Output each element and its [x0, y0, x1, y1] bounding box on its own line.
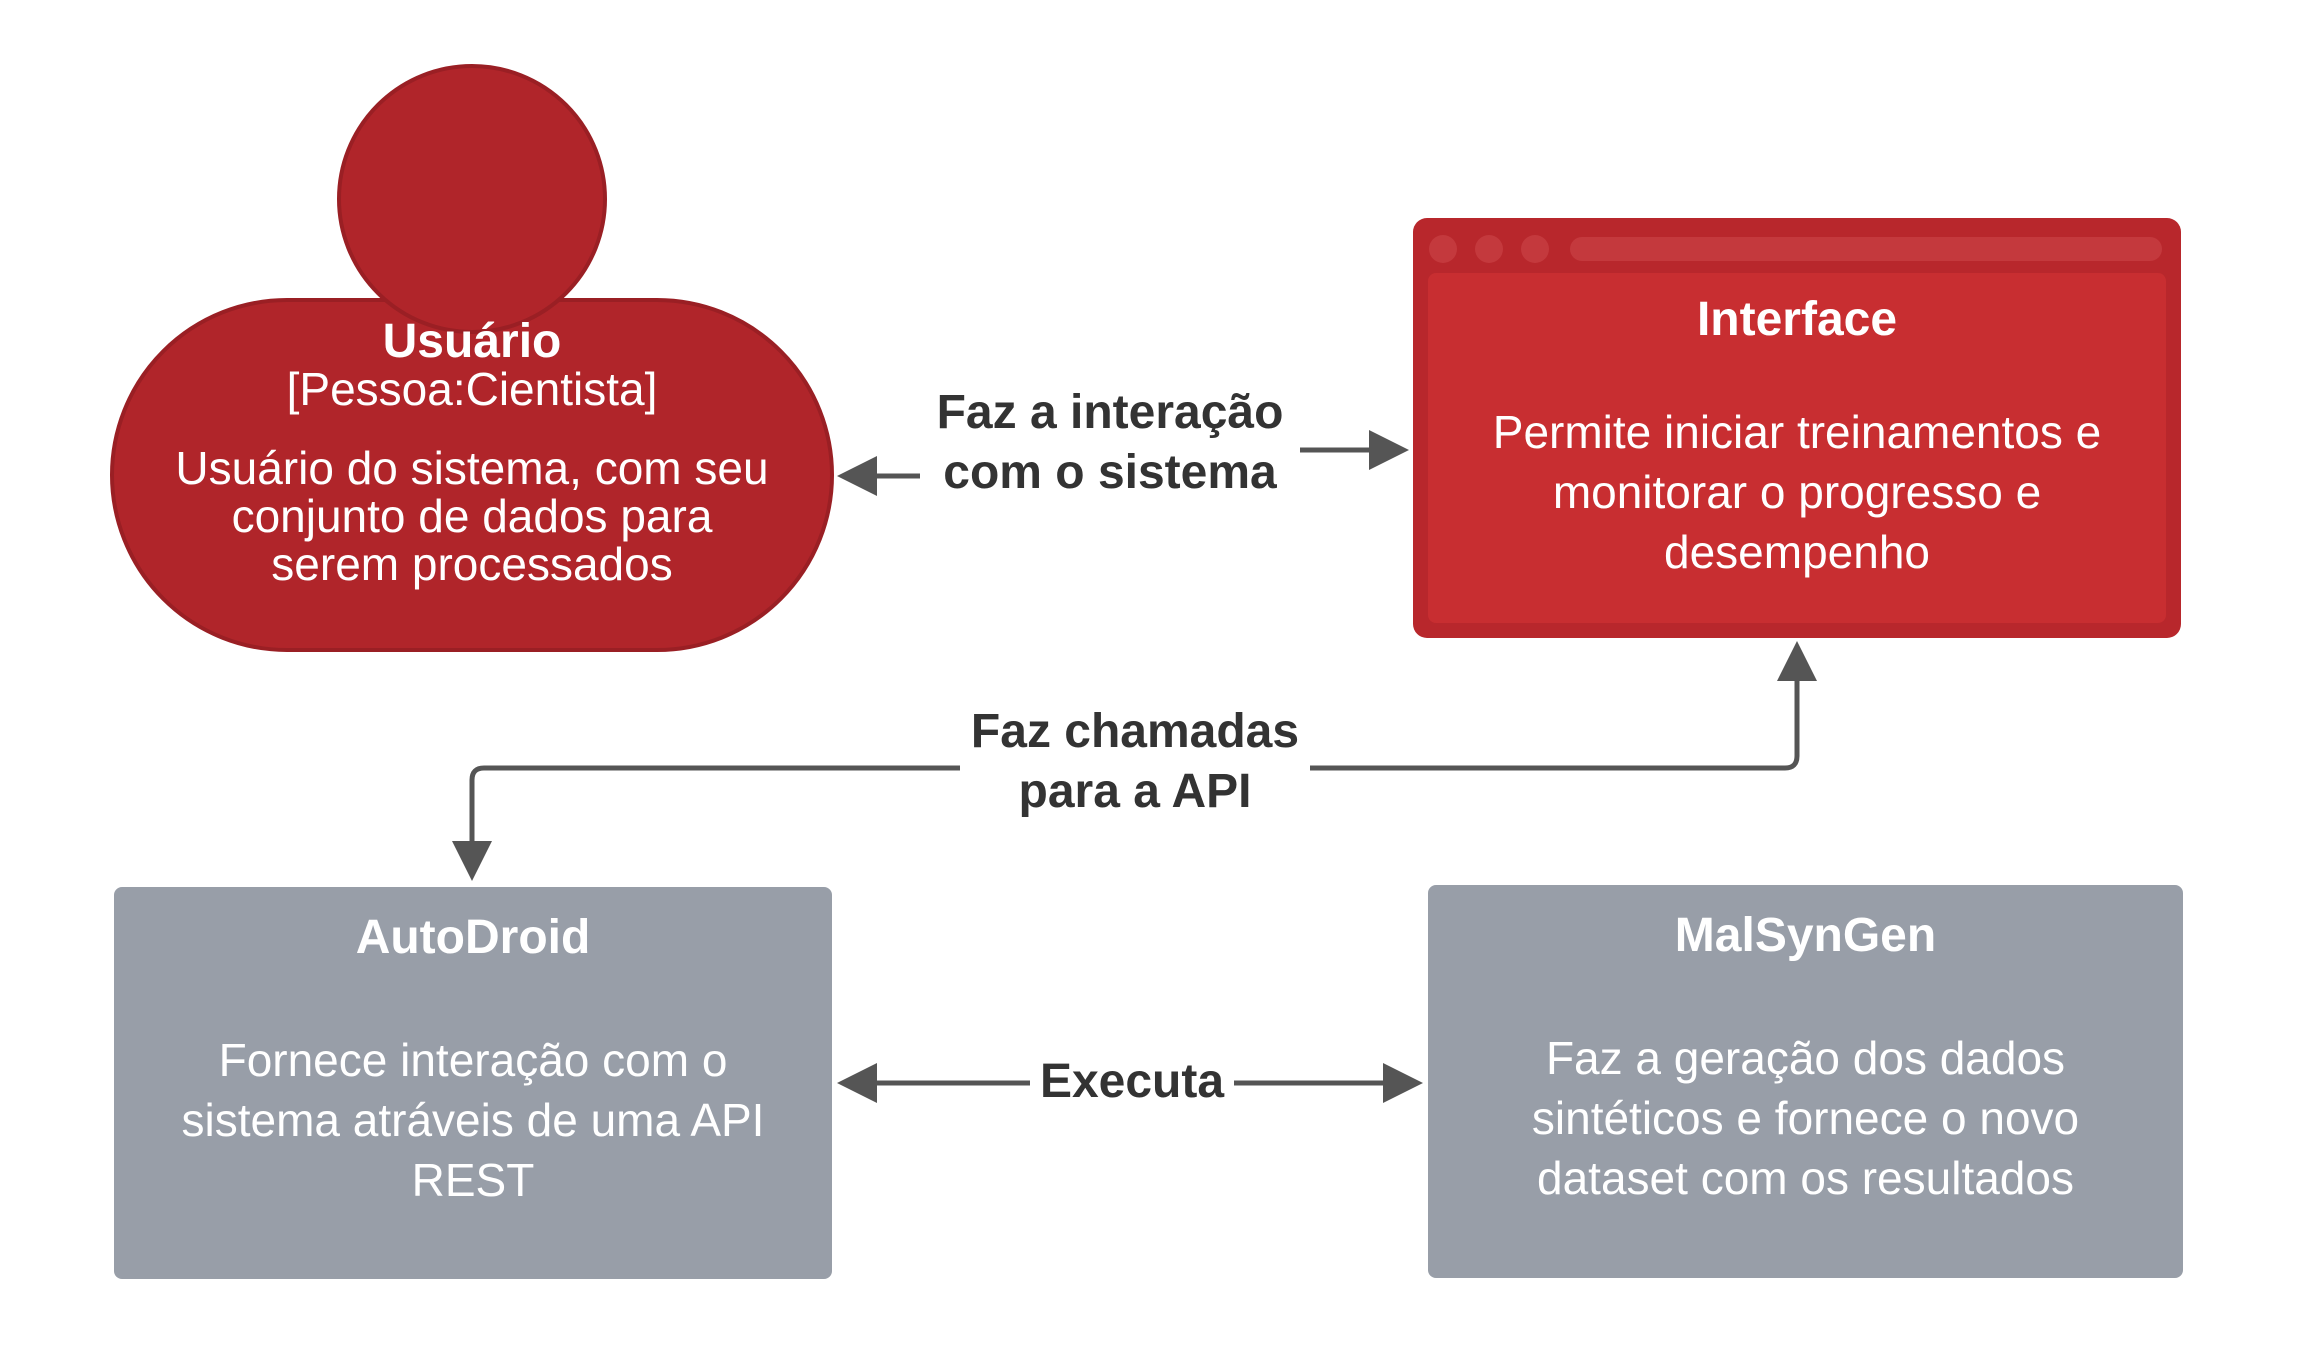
interface-node: Interface Permite iniciar treinamentos e… — [1428, 290, 2166, 582]
edge-label-line: Faz a interação — [936, 386, 1284, 439]
interface-description-line: Permite iniciar treinamentos e — [1492, 406, 2102, 458]
window-address-bar — [1570, 237, 2162, 261]
autodroid-box — [114, 887, 832, 1279]
autodroid-malsyngen-label: Executa — [1030, 1052, 1234, 1112]
autodroid-description-line: Fornece interação com o — [218, 1034, 728, 1086]
malsyngen-title: MalSynGen — [1674, 909, 1937, 962]
malsyngen-description-line: dataset com os resultados — [1537, 1152, 2074, 1204]
person-icon — [110, 64, 834, 652]
window-dot-3 — [1521, 235, 1549, 263]
edge-label-line: Faz chamadas — [970, 705, 1300, 758]
window-dot-2 — [1475, 235, 1503, 263]
usuario-interface-label: Faz a interação com o sistema — [920, 383, 1300, 503]
malsyngen-node: MalSynGen Faz a geração dos dados sintét… — [1428, 906, 2183, 1208]
usuario-description: Usuário do sistema, com seu conjunto de … — [112, 444, 832, 588]
malsyngen-box — [1428, 885, 2183, 1278]
interface-title: Interface — [1696, 293, 1898, 346]
usuario-description-line: Usuário do sistema, com seu — [175, 442, 769, 494]
malsyngen-description: Faz a geração dos dados sintéticos e for… — [1428, 1028, 2183, 1208]
malsyngen-description-line: Faz a geração dos dados — [1545, 1032, 2066, 1084]
interface-description: Permite iniciar treinamentos e monitorar… — [1428, 402, 2166, 582]
autodroid-title: AutoDroid — [355, 911, 591, 964]
window-dot-1 — [1429, 235, 1457, 263]
browser-window-icon — [1413, 218, 2181, 638]
autodroid-node: AutoDroid Fornece interação com o sistem… — [114, 908, 832, 1210]
autodroid-description-line: REST — [411, 1154, 535, 1206]
person-head — [337, 64, 607, 334]
autodroid-description: Fornece interação com o sistema atráveis… — [114, 1030, 832, 1210]
usuario-subtitle: [Pessoa:Cientista] — [286, 363, 658, 415]
interface-description-line: monitorar o progresso e — [1552, 466, 2042, 518]
interface-window-content — [1428, 273, 2166, 623]
usuario-title: Usuário — [382, 315, 562, 368]
autodroid-description-line: sistema atráveis de uma API — [181, 1094, 765, 1146]
interface-autodroid-label: Faz chamadas para a API — [960, 702, 1310, 822]
edge-label-line: para a API — [1018, 765, 1252, 818]
usuario-node: Usuário [Pessoa:Cientista] Usuário do si… — [112, 312, 832, 588]
usuario-description-line: conjunto de dados para — [231, 490, 713, 542]
malsyngen-description-line: sintéticos e fornece o novo — [1531, 1092, 2080, 1144]
usuario-description-line: serem processados — [271, 538, 673, 590]
interface-description-line: desempenho — [1664, 526, 1930, 578]
edge-label-line: com o sistema — [943, 446, 1277, 499]
